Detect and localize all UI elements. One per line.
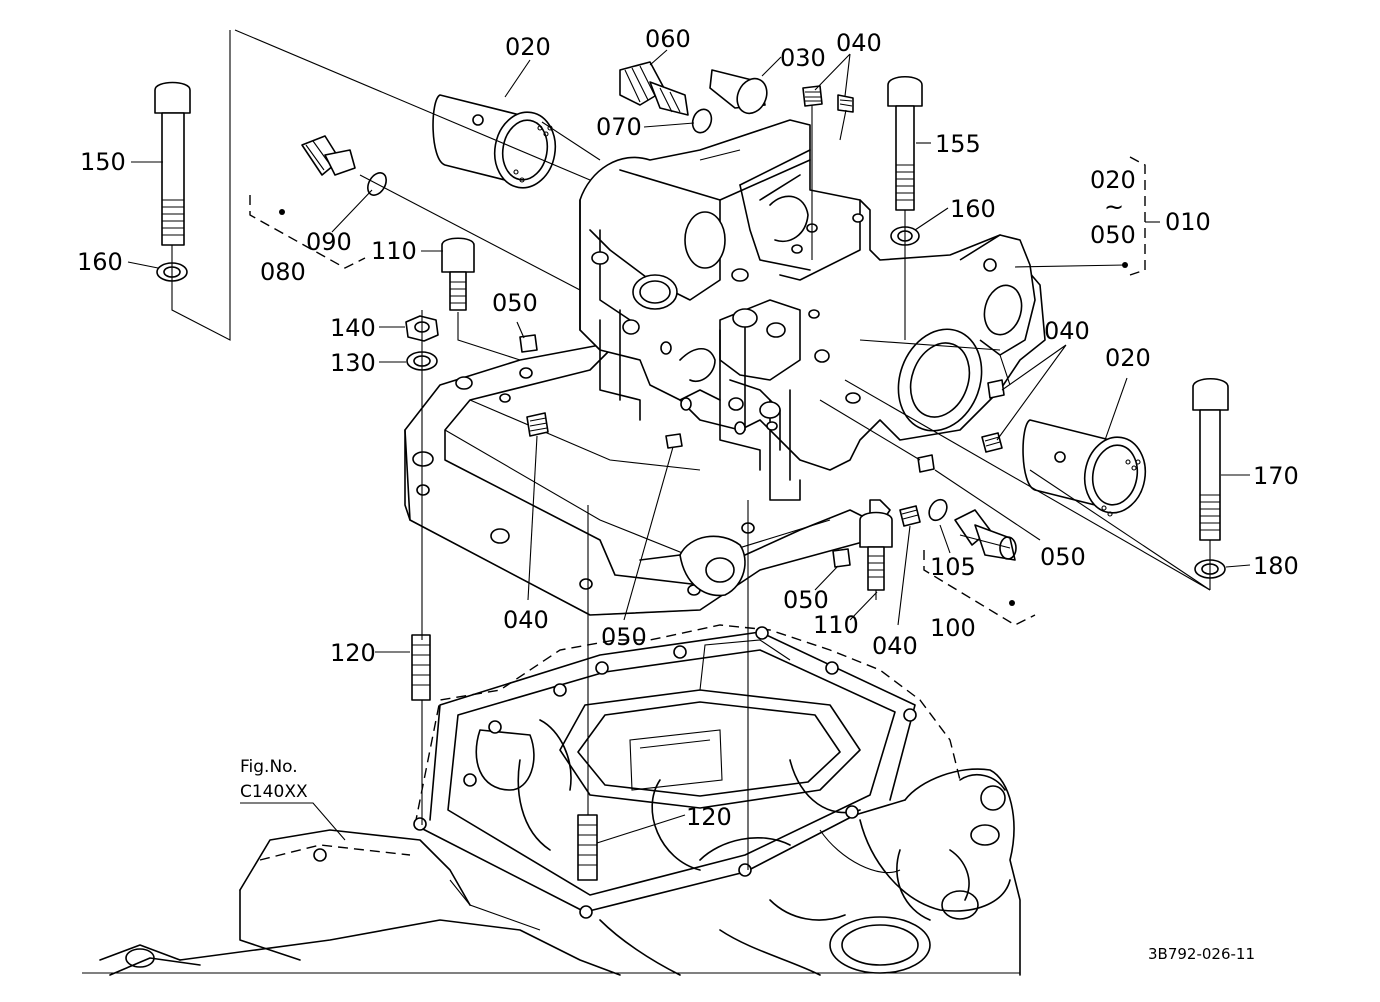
callout-160: 160 <box>77 248 123 276</box>
plug-050-lower <box>832 548 851 568</box>
callout-020: 020 <box>505 33 551 61</box>
cover-bolt-holes <box>412 367 861 596</box>
bolt-170 <box>1192 377 1229 541</box>
callout-050: 050 <box>601 623 647 651</box>
callout-010: 010 <box>1165 208 1211 236</box>
callout-110: 110 <box>813 611 859 639</box>
callout-130: 130 <box>330 349 376 377</box>
leader-lines <box>127 49 1251 844</box>
bolt-150 <box>154 81 191 246</box>
fitting-060 <box>619 61 689 116</box>
callout-040: 040 <box>503 606 549 634</box>
plug-050-upper <box>519 334 538 353</box>
bracket-range-end: 050 <box>1090 221 1136 249</box>
callout-100: 100 <box>930 614 976 642</box>
callout-050: 050 <box>1040 543 1086 571</box>
o-ring-105 <box>928 498 948 522</box>
transmission-case <box>82 624 1021 976</box>
callout-105: 105 <box>930 553 976 581</box>
callout-040: 040 <box>1044 317 1090 345</box>
callout-090: 090 <box>306 228 352 256</box>
plug-040-right-a <box>987 379 1005 399</box>
bracket-range-start: 020 <box>1090 166 1136 194</box>
figure-ref-label: Fig.No. <box>240 757 298 777</box>
callout-160: 160 <box>950 195 996 223</box>
plug-040-top <box>802 85 854 113</box>
callout-040: 040 <box>836 29 882 57</box>
bushing-020-lower <box>1022 419 1147 517</box>
callout-120: 120 <box>686 803 732 831</box>
fitting-080 <box>301 135 356 176</box>
callout-030: 030 <box>780 44 826 72</box>
callout-170: 170 <box>1253 462 1299 490</box>
assembly-bracket <box>1129 156 1160 276</box>
callout-110: 110 <box>371 237 417 265</box>
assembly-lines <box>171 29 1211 870</box>
bushing-020-upper <box>432 94 557 189</box>
callout-040: 040 <box>872 632 918 660</box>
callout-070: 070 <box>596 113 642 141</box>
callout-060: 060 <box>645 25 691 53</box>
part-callouts: 020 060 030 040 070 150 155 160 160 090 … <box>77 25 1299 963</box>
figure-ref-number: C140XX <box>240 782 308 802</box>
hydraulic-cylinder-cover <box>404 119 1046 616</box>
reference-dots <box>279 209 1128 606</box>
bracket-range-separator: ~ <box>1104 193 1124 221</box>
plug-050-center <box>665 433 683 449</box>
callout-120: 120 <box>330 639 376 667</box>
plug-050-right <box>917 454 935 473</box>
callout-050: 050 <box>492 289 538 317</box>
sleeve-030 <box>709 69 768 115</box>
plug-040-lower <box>899 505 921 527</box>
o-ring-070 <box>691 108 713 134</box>
callout-050: 050 <box>783 586 829 614</box>
callout-140: 140 <box>330 314 376 342</box>
drawing-number: 3B792-026-11 <box>1148 945 1255 963</box>
callout-150: 150 <box>80 148 126 176</box>
stud-120-lower <box>577 814 598 881</box>
callout-180: 180 <box>1253 552 1299 580</box>
fitting-100 <box>954 509 1017 561</box>
bolt-110-lower <box>859 511 893 591</box>
callout-155: 155 <box>935 130 981 158</box>
callout-020: 020 <box>1105 344 1151 372</box>
flange-bolt-holes <box>313 626 917 919</box>
stud-120-upper <box>411 634 431 701</box>
bolt-155 <box>887 75 923 211</box>
callout-080: 080 <box>260 258 306 286</box>
bolt-110-upper <box>441 237 475 311</box>
